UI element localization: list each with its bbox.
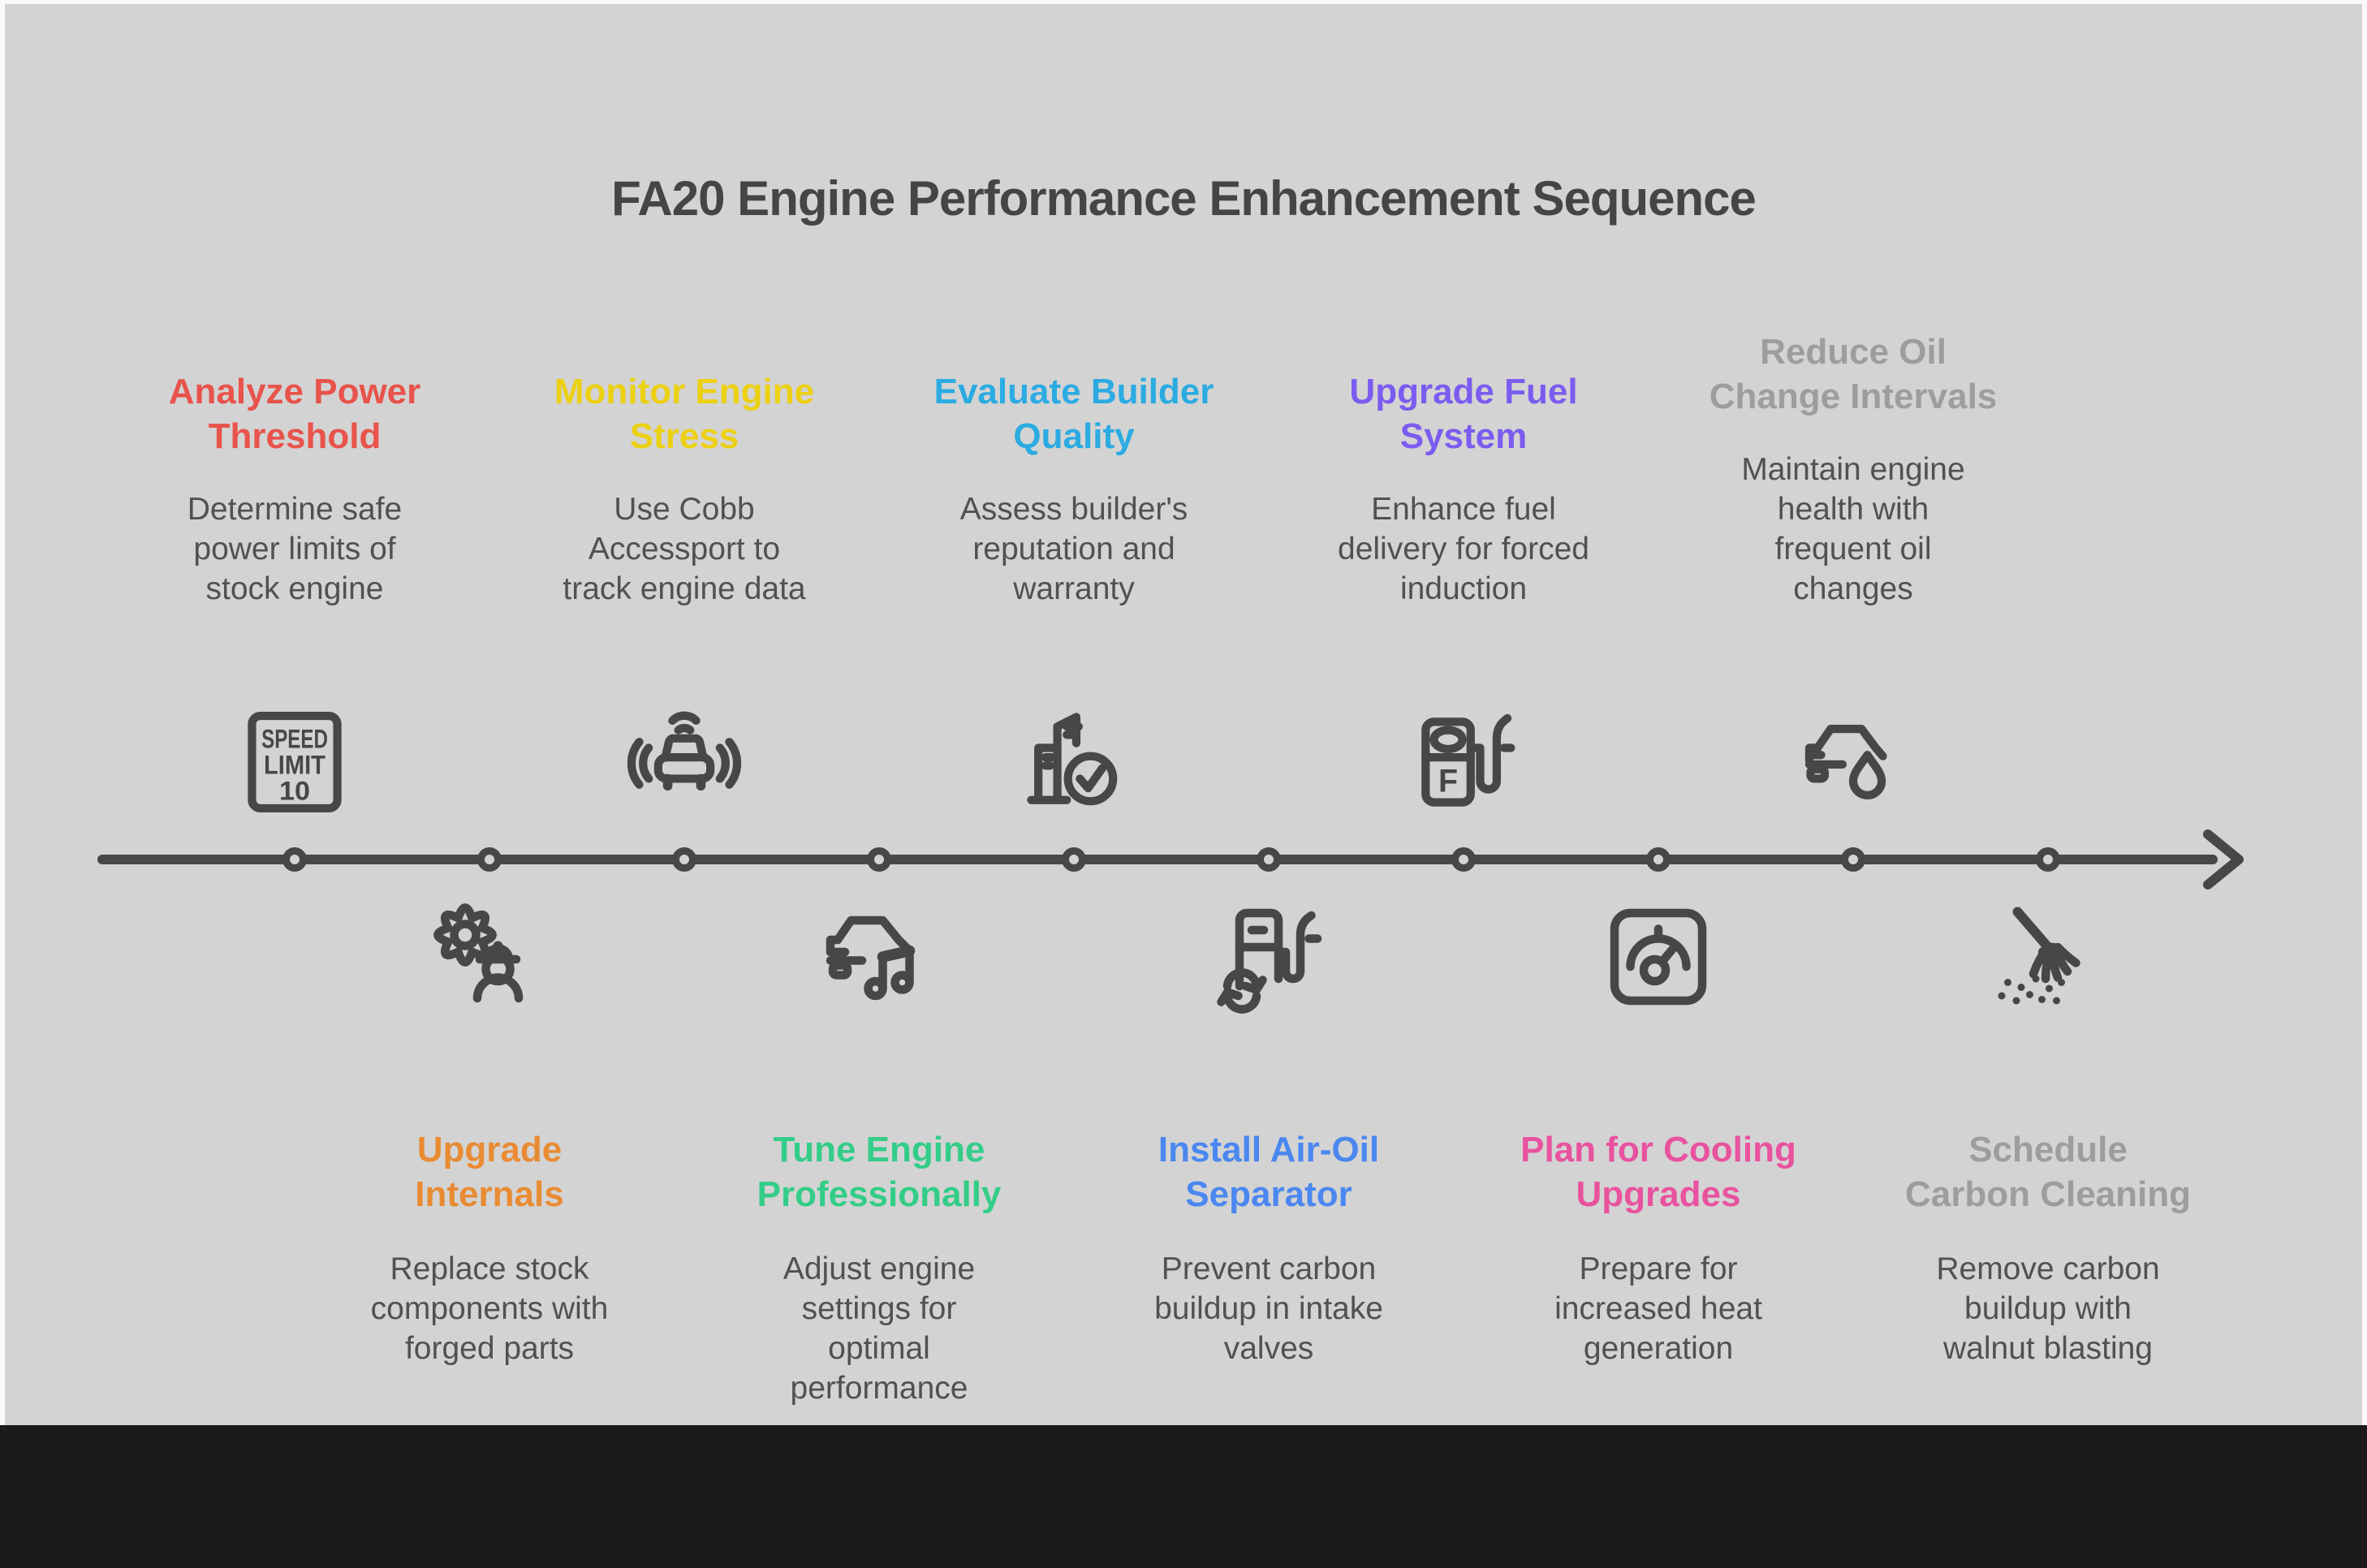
broom-sweeping-icon (1987, 896, 2109, 1018)
svg-text:10: 10 (279, 777, 310, 806)
timeline-node (1646, 847, 1671, 872)
fuel-pump-recycle-icon (1208, 896, 1330, 1018)
step-analyze-power-threshold: Analyze Power Threshold Determine safe p… (108, 292, 481, 609)
arrow-right-icon (2203, 829, 2244, 890)
step-description: Replace stock components with forged par… (370, 1251, 609, 1366)
step-description: Maintain engine health with frequent oil… (1741, 452, 1965, 606)
gear-engineer-icon (429, 896, 550, 1018)
building-checkmark-icon (1015, 703, 1133, 821)
step-evaluate-builder-quality: Evaluate Builder Quality Assess builder'… (887, 292, 1261, 609)
timeline-node (477, 847, 502, 872)
step-heading: Schedule Carbon Cleaning (1904, 1130, 2192, 1214)
step-description: Remove carbon buildup with walnut blasti… (1936, 1251, 2160, 1366)
step-schedule-carbon-cleaning: Schedule Carbon Cleaning Remove carbon b… (1861, 1127, 2235, 1368)
step-heading: Reduce Oil Change Intervals (1709, 332, 1998, 416)
step-monitor-engine-stress: Monitor Engine Stress Use Cobb Accesspor… (498, 292, 871, 609)
step-plan-for-cooling-upgrades: Plan for Cooling Upgrades Prepare for in… (1472, 1127, 1845, 1368)
timeline-node (1451, 847, 1476, 872)
step-heading: Upgrade Fuel System (1349, 372, 1578, 456)
step-description: Prepare for increased heat generation (1554, 1251, 1762, 1366)
fuel-pump-icon: F (1404, 703, 1523, 821)
step-heading: Upgrade Internals (415, 1130, 564, 1214)
timeline-node (1841, 847, 1865, 872)
timeline-node (282, 847, 307, 872)
timeline-node (1257, 847, 1281, 872)
step-description: Assess builder's reputation and warranty (959, 492, 1188, 606)
timeline-node (1062, 847, 1086, 872)
gauge-dial-icon (1597, 896, 1719, 1018)
step-heading: Tune Engine Professionally (757, 1130, 1002, 1214)
step-heading: Monitor Engine Stress (554, 372, 815, 456)
speed-limit-icon: SPEED LIMIT 10 (235, 703, 354, 821)
svg-text:SPEED: SPEED (261, 724, 328, 753)
step-description: Enhance fuel delivery for forced inducti… (1338, 492, 1589, 606)
step-heading: Plan for Cooling Upgrades (1520, 1130, 1796, 1214)
svg-text:LIMIT: LIMIT (264, 751, 326, 780)
step-install-air-oil-separator: Install Air-Oil Separator Prevent carbon… (1082, 1127, 1455, 1368)
step-heading: Analyze Power Threshold (168, 372, 421, 456)
step-heading: Evaluate Builder Quality (933, 372, 1214, 456)
timeline-node (867, 847, 891, 872)
step-description: Determine safe power limits of stock eng… (187, 492, 403, 606)
step-description: Prevent carbon buildup in intake valves (1154, 1251, 1383, 1366)
step-upgrade-internals: Upgrade Internals Replace stock componen… (303, 1127, 676, 1368)
car-oil-drop-icon (1794, 703, 1912, 821)
step-heading: Install Air-Oil Separator (1158, 1130, 1380, 1214)
connected-car-icon (625, 703, 744, 821)
timeline-node (2036, 847, 2060, 872)
step-description: Adjust engine settings for optimal perfo… (783, 1251, 976, 1406)
svg-text:F: F (1438, 764, 1458, 799)
timeline-node (672, 847, 696, 872)
car-music-note-icon (818, 896, 940, 1018)
step-upgrade-fuel-system: Upgrade Fuel System Enhance fuel deliver… (1277, 292, 1650, 609)
step-tune-engine-professionally: Tune Engine Professionally Adjust engine… (692, 1127, 1066, 1408)
timeline-line (97, 855, 2218, 864)
footer-bar (0, 1425, 2367, 1568)
step-reduce-oil-change-intervals: Reduce Oil Change Intervals Maintain eng… (1666, 292, 2040, 609)
step-description: Use Cobb Accessport to track engine data (563, 492, 806, 606)
diagram-card (5, 4, 2362, 1425)
page-title: FA20 Engine Performance Enhancement Sequ… (611, 171, 1757, 226)
